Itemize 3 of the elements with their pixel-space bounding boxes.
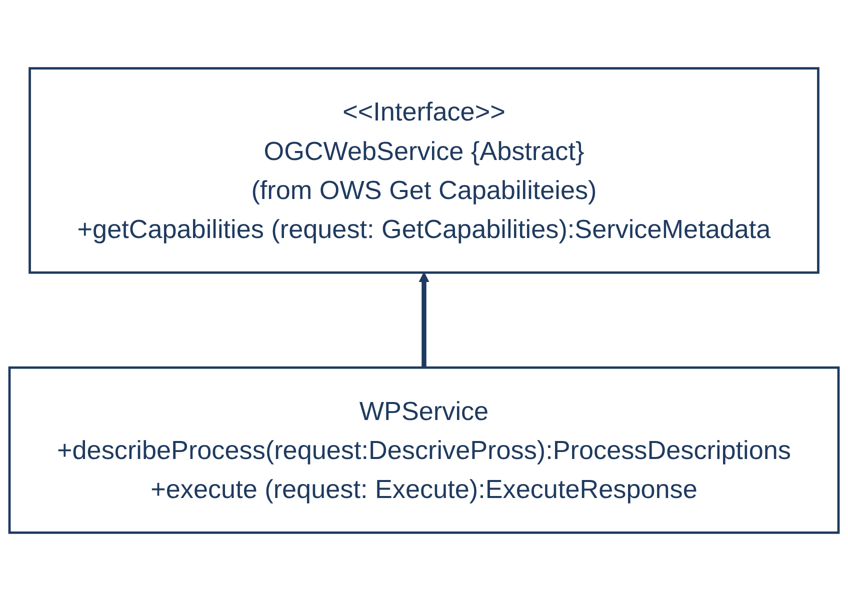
arrow: [418, 272, 430, 368]
node-box: <<Interface>> OGCWebService {Abstract} (from OWS Get Capabiliteies) +getCapabilities (request: GetCapabilities):ServiceMetadata: [28, 67, 820, 274]
node-box: WPService +describeProcess(request:DescrivePross):ProcessDescriptions +execute (request: Execute):ExecuteResponse: [8, 366, 840, 534]
